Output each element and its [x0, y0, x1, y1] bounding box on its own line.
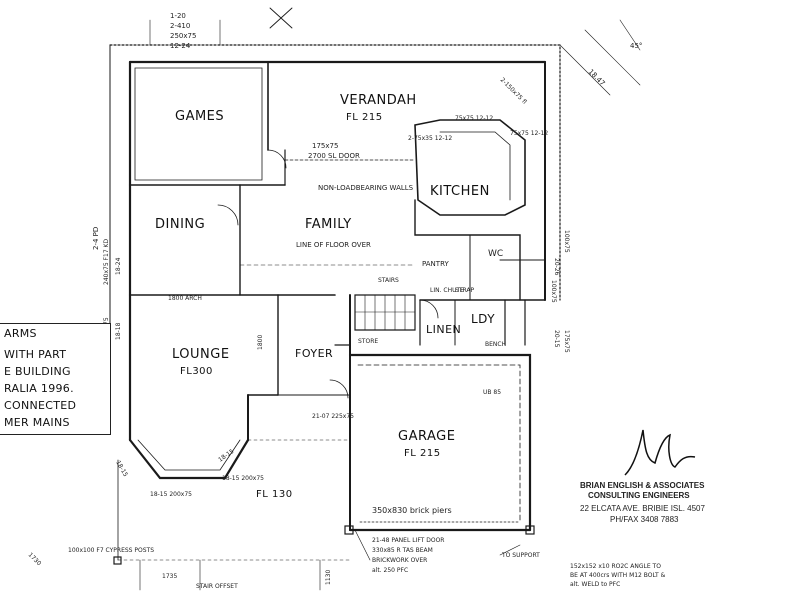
annotation-bay-right: 18-15 200x75	[222, 475, 264, 482]
annotation-dining-arch: 1800 ARCH	[168, 295, 202, 302]
annotation-kitchen-beam-left: 2-75x35 12-12	[408, 135, 452, 142]
room-floor-level-lounge: FL300	[180, 366, 213, 377]
annotation-bay-left-2: 18-15	[114, 460, 129, 479]
annotation-left-wall-1: 2-4 PD	[92, 227, 100, 250]
annotation-dim-1130: 1130	[325, 570, 332, 585]
annotation-left-wall-3: 18-24	[115, 257, 122, 275]
room-label-family: FAMILY	[305, 217, 352, 232]
notes-line-4: CONNECTED	[4, 399, 77, 412]
annotation-non-loadbearing: NON-LOADBEARING WALLS	[318, 184, 414, 192]
stamp-phone: PH/FAX 3408 7883	[610, 515, 679, 524]
annotation-top-beam-2: 2-410	[170, 22, 190, 30]
notes-line-1: WITH PART	[4, 348, 67, 361]
stamp-company-name: BRIAN ENGLISH & ASSOCIATES	[580, 481, 705, 490]
annotation-angle-note-3: alt. WELD to PFC	[570, 581, 620, 588]
notes-line-2: E BUILDING	[4, 365, 71, 378]
room-floor-level-verandah: FL 215	[346, 112, 383, 123]
annotation-garage-piers: 350x830 brick piers	[372, 506, 452, 515]
annotation-chute: LIN. CHUTE	[430, 287, 464, 294]
annotation-dim-1730: 1730	[27, 551, 43, 567]
stamp-address: 22 ELCATA AVE. BRIBIE ISL. 4507	[580, 504, 705, 513]
annotation-right-wall-5: 175x75	[563, 330, 570, 353]
room-label-wc: WC	[488, 249, 503, 259]
annotation-bay-left: 18-15 200x75	[150, 491, 192, 498]
annotation-foyer-beam: 21-07 225x75	[312, 413, 354, 420]
annotation-left-wall-2: 240x75 F17 KD	[103, 239, 110, 285]
notes-line-5: MER MAINS	[4, 416, 70, 429]
room-label-pantry: PANTRY	[422, 260, 449, 268]
annotation-left-wall-5: 18-18	[115, 322, 122, 340]
annotation-stair-offset: STAIR OFFSET	[196, 583, 238, 590]
annotation-right-wall-2: 100x75	[563, 230, 570, 253]
room-label-dining: DINING	[155, 217, 205, 232]
stamp-subtitle: CONSULTING ENGINEERS	[588, 491, 690, 500]
annotation-stairs: STAIRS	[378, 277, 399, 284]
engineer-signature	[624, 429, 696, 476]
annotation-strap: STRAP	[455, 287, 475, 294]
annotation-bay-right-2: 18-15	[217, 448, 235, 464]
annotation-to-support: TO SUPPORT	[501, 552, 540, 559]
notes-line-3: RALIA 1996.	[4, 382, 74, 395]
room-floor-level-porch: FL 130	[256, 489, 293, 500]
annotation-panel-lift: 21-48 PANEL LIFT DOOR	[372, 537, 444, 544]
annotation-dim-1735: 1735	[162, 573, 177, 580]
notes-title: ARMS	[4, 327, 37, 340]
annotation-top-beam-4: 12-24	[170, 42, 191, 50]
room-label-foyer: FOYER	[295, 347, 333, 360]
annotation-right-wall-3: 100x75	[550, 280, 557, 303]
annotation-angle: 45°	[630, 42, 642, 50]
room-floor-level-garage: FL 215	[404, 448, 441, 459]
room-label-garage: GARAGE	[398, 429, 455, 444]
annotation-top-beam-1: 1-20	[170, 12, 186, 20]
annotation-corner-beam: 2-150x75 fl	[499, 76, 528, 105]
annotation-brickwork: BRICKWORK OVER	[372, 557, 427, 564]
annotation-lounge-opening: 1800	[257, 335, 264, 350]
annotation-kitchen-beam-mid: 75x75 12-12	[455, 115, 493, 122]
annotation-cypress-posts: 100x100 F7 CYPRESS POSTS	[68, 547, 154, 554]
annotation-top-beam-3: 250x75	[170, 32, 196, 40]
annotation-tas-beam: 330x85 R TAS BEAM	[372, 547, 433, 554]
annotation-right-wall-1: 20-26	[553, 258, 560, 276]
general-notes-box: ARMS WITH PART E BUILDING RALIA 1996. CO…	[0, 323, 111, 435]
annotation-line-of-floor: LINE OF FLOOR OVER	[296, 241, 371, 249]
annotation-alt-pfc: alt. 250 PFC	[372, 567, 408, 574]
room-label-verandah: VERANDAH	[340, 93, 417, 108]
annotation-veranda-door: 2700 SL DOOR	[308, 152, 360, 160]
room-label-store: STORE	[358, 338, 378, 345]
annotation-bench: BENCH	[485, 341, 506, 348]
annotation-beam-175: 175x75	[312, 142, 338, 150]
annotation-angle-note: 152x152 x10 RO2C ANGLE TO	[570, 563, 661, 570]
annotation-kitchen-beam-right: 75x75 12-12	[510, 130, 548, 137]
room-label-linen: LINEN	[426, 323, 461, 336]
room-label-ldy: LDY	[471, 312, 495, 326]
room-label-lounge: LOUNGE	[172, 347, 230, 362]
annotation-ub-85: UB 85	[483, 389, 501, 396]
engineer-stamp: BRIAN ENGLISH & ASSOCIATES CONSULTING EN…	[570, 425, 750, 525]
annotation-corner-dimension: 18.47	[587, 68, 607, 88]
room-label-kitchen: KITCHEN	[430, 184, 490, 199]
annotation-right-wall-4: 20-15	[553, 330, 560, 348]
annotation-angle-note-2: BE AT 400crs WITH M12 BOLT &	[570, 572, 666, 579]
room-label-games: GAMES	[175, 109, 224, 124]
